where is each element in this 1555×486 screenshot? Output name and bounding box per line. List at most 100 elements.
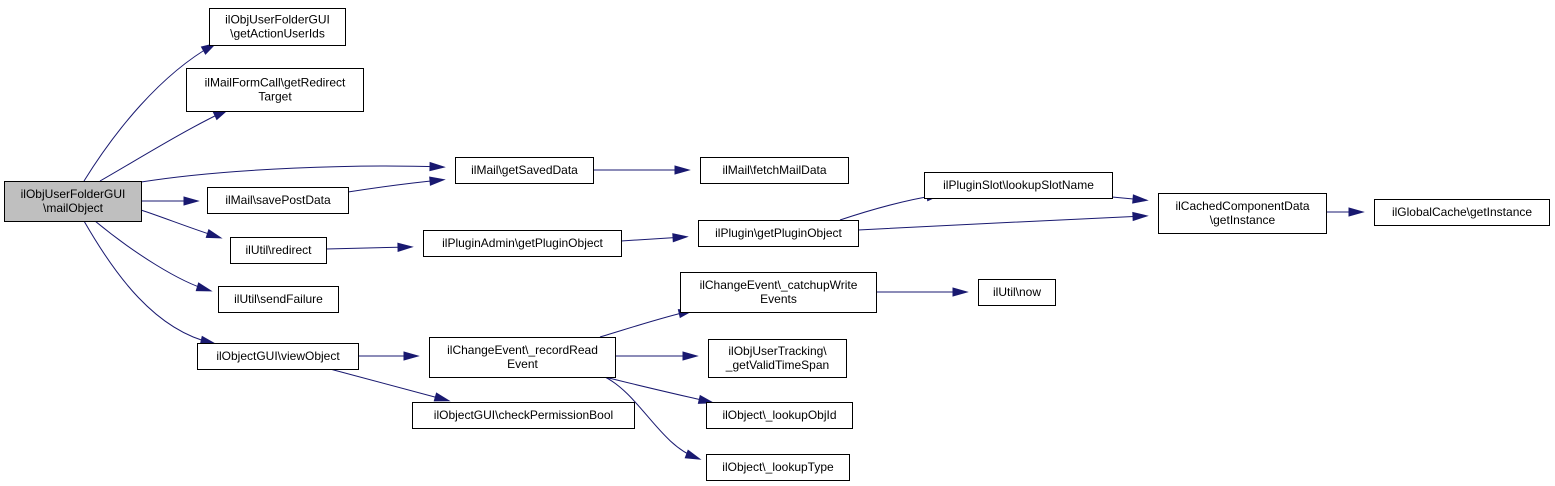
arrowhead-icon [684, 449, 702, 460]
node-box [230, 237, 327, 264]
node-label: _getValidTimeSpan [725, 358, 829, 372]
edge-root-to-getSavedData [140, 161, 446, 183]
arrowhead-icon [952, 287, 969, 297]
node-lookupObjId[interactable]: ilObject\_lookupObjId [706, 402, 853, 429]
node-lookupType[interactable]: ilObject\_lookupType [706, 454, 850, 481]
edge-redirect-to-getPluginObjectAdmin [325, 242, 414, 252]
node-getPluginObject[interactable]: ilPlugin\getPluginObject [698, 220, 859, 247]
arrowhead-icon [1132, 211, 1149, 222]
edge-cachedGetInstance-to-globalGetInstance [1326, 207, 1365, 217]
arrowhead-icon [672, 233, 689, 243]
edge-line [325, 246, 410, 250]
edge-line [604, 376, 711, 403]
arrowhead-icon [429, 176, 446, 186]
node-box [706, 402, 853, 429]
node-label: ilObjectGUI\checkPermissionBool [434, 408, 613, 422]
edge-recordReadEvent-to-lookupObjId [604, 376, 715, 404]
edge-recordReadEvent-to-catchupWriteEvents [599, 309, 695, 338]
node-label: ilUtil\now [993, 285, 1041, 299]
edge-lookupSlotName-to-cachedGetInstance [1111, 194, 1149, 204]
edge-line [839, 194, 939, 221]
node-box [1158, 193, 1327, 234]
edge-line [83, 44, 214, 182]
arrowhead-icon [697, 394, 715, 404]
edge-root-to-redirect [140, 209, 223, 239]
edge-line [329, 368, 447, 401]
node-label: ilMail\getSavedData [471, 163, 578, 177]
node-box [978, 279, 1056, 306]
arrowhead-icon [674, 165, 691, 175]
node-label: \getActionUserIds [230, 27, 325, 41]
node-getValidTimeSpan[interactable]: ilObjUserTracking\_getValidTimeSpan [708, 339, 847, 378]
node-label: ilObjUserFolderGUI [225, 13, 330, 27]
node-redirect[interactable]: ilUtil\redirect [230, 237, 327, 264]
node-label: \mailObject [43, 201, 104, 215]
node-box [1374, 199, 1550, 226]
node-label: ilObjectGUI\viewObject [216, 349, 340, 363]
edge-viewObject-to-checkPermissionBool [329, 368, 451, 402]
node-getActionUserIds[interactable]: ilObjUserFolderGUI\getActionUserIds [209, 8, 346, 46]
node-box [680, 272, 877, 313]
node-label: \getInstance [1210, 213, 1276, 227]
edge-recordReadEvent-to-lookupType [604, 376, 702, 460]
node-root[interactable]: ilObjUserFolderGUI\mailObject [4, 181, 142, 222]
node-viewObject[interactable]: ilObjectGUI\viewObject [197, 343, 359, 370]
node-label: ilObject\_lookupObjId [722, 408, 836, 422]
node-sendFailure[interactable]: ilUtil\sendFailure [218, 286, 339, 313]
arrowhead-icon [183, 196, 200, 206]
edge-root-to-viewObject [83, 220, 217, 345]
edge-line [99, 110, 226, 182]
node-box [700, 157, 849, 184]
edges-layer [83, 42, 1365, 460]
node-now[interactable]: ilUtil\now [978, 279, 1056, 306]
node-cachedGetInstance[interactable]: ilCachedComponentData\getInstance [1158, 193, 1327, 234]
node-box [429, 337, 616, 378]
node-getSavedData[interactable]: ilMail\getSavedData [455, 157, 594, 184]
node-label: ilChangeEvent\_catchupWrite [700, 278, 858, 292]
node-savePostData[interactable]: ilMail\savePostData [207, 187, 349, 214]
edge-catchupWriteEvents-to-now [876, 287, 969, 297]
node-label: ilPluginAdmin\getPluginObject [442, 236, 603, 250]
node-box [698, 220, 859, 247]
node-box [708, 339, 847, 378]
nodes-layer: ilObjUserFolderGUI\mailObjectilObjUserFo… [4, 8, 1550, 481]
node-box [207, 187, 349, 214]
edge-recordReadEvent-to-getValidTimeSpan [615, 351, 699, 361]
node-box [706, 454, 850, 481]
edge-line [140, 165, 442, 183]
node-label: ilChangeEvent\_recordRead [447, 343, 598, 357]
edge-root-to-getActionUserIds [83, 42, 218, 182]
node-getPluginObjectAdmin[interactable]: ilPluginAdmin\getPluginObject [423, 230, 622, 257]
node-label: ilUtil\sendFailure [234, 292, 323, 306]
node-box [455, 157, 594, 184]
edge-root-to-getRedirectTarget [99, 108, 230, 182]
node-label: ilObjUserFolderGUI [21, 187, 126, 201]
arrowhead-icon [397, 242, 414, 252]
arrowhead-icon [200, 42, 218, 55]
node-label: ilMail\fetchMailData [722, 163, 826, 177]
arrowhead-icon [682, 351, 699, 361]
node-box [924, 172, 1113, 199]
node-box [412, 402, 635, 429]
node-lookupSlotName[interactable]: ilPluginSlot\lookupSlotName [924, 172, 1113, 199]
node-fetchMailData[interactable]: ilMail\fetchMailData [700, 157, 849, 184]
node-box [4, 181, 142, 222]
node-box [186, 68, 364, 112]
node-box [209, 8, 346, 46]
node-globalGetInstance[interactable]: ilGlobalCache\getInstance [1374, 199, 1550, 226]
node-label: ilMail\savePostData [225, 193, 331, 207]
edge-line [857, 215, 1145, 231]
node-box [218, 286, 339, 313]
node-label: ilCachedComponentData [1175, 199, 1309, 213]
edge-root-to-savePostData [141, 196, 200, 206]
edge-line [347, 179, 442, 193]
node-box [423, 230, 622, 257]
edge-getSavedData-to-fetchMailData [593, 165, 691, 175]
edge-root-to-sendFailure [94, 220, 213, 292]
node-checkPermissionBool[interactable]: ilObjectGUI\checkPermissionBool [412, 402, 635, 429]
arrowhead-icon [403, 351, 420, 361]
